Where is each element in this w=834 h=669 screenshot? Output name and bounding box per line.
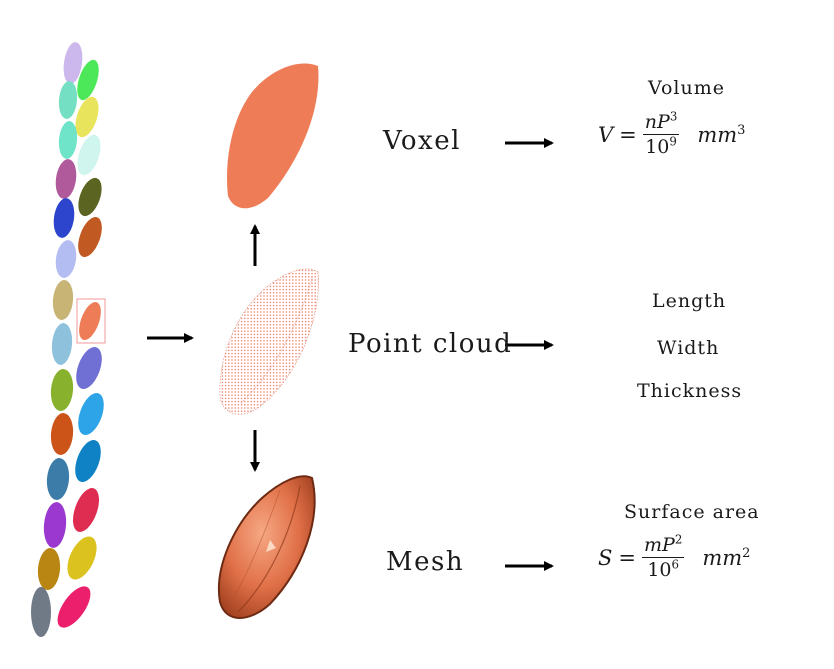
thickness-label: Thickness: [637, 380, 743, 402]
panicle-seed: [73, 488, 99, 532]
panicle-seed: [50, 369, 74, 411]
panicle-seed: [46, 458, 70, 500]
point-cloud-seed: [219, 268, 319, 415]
formula-lhs: V: [598, 122, 614, 147]
panicle-seed: [50, 413, 74, 455]
surface-area-label: Surface area: [624, 501, 760, 523]
formula-fraction: mP2 106: [642, 532, 685, 581]
volume-label: Volume: [648, 77, 725, 99]
mesh-seed: [218, 475, 316, 619]
panicle-seed: [55, 159, 77, 199]
voxel-seed: [227, 63, 319, 209]
panicle-seed: [43, 502, 67, 548]
segmented-panicle: [31, 42, 104, 637]
point-cloud-label: Point cloud: [348, 329, 513, 359]
voxel-label: Voxel: [383, 126, 461, 156]
formula-lhs: S: [598, 545, 613, 570]
panicle-seed: [57, 586, 91, 628]
panicle-seed: [31, 587, 51, 637]
mesh-label: Mesh: [386, 547, 465, 577]
panicle-seed: [76, 346, 102, 390]
panicle-seed: [58, 81, 78, 119]
panicle-seed: [51, 323, 73, 365]
formula-unit: mm3: [697, 122, 746, 147]
formula-fraction: nP3 109: [642, 109, 680, 158]
panicle-seed: [55, 240, 77, 278]
width-label: Width: [657, 337, 720, 359]
panicle-seed: [77, 59, 99, 101]
formula-unit: mm2: [702, 545, 751, 570]
panicle-seed: [78, 177, 102, 217]
panicle-seed: [75, 439, 101, 483]
panicle-seed: [63, 42, 83, 84]
volume-formula: V = nP3 109 mm3: [598, 109, 746, 158]
selected-seed-box: [76, 298, 106, 344]
area-formula: S = mP2 106 mm2: [598, 532, 751, 581]
panicle-seed: [52, 280, 74, 320]
selected-seed: [79, 301, 101, 341]
panicle-seed: [78, 216, 102, 258]
panicle-seed: [67, 536, 97, 580]
panicle-seed: [75, 96, 99, 138]
panicle-seed: [58, 121, 78, 159]
panicle-seed: [78, 392, 104, 436]
length-label: Length: [652, 290, 727, 312]
panicle-seed: [77, 134, 101, 176]
panicle-seed: [53, 198, 75, 238]
panicle-seed: [37, 548, 61, 590]
